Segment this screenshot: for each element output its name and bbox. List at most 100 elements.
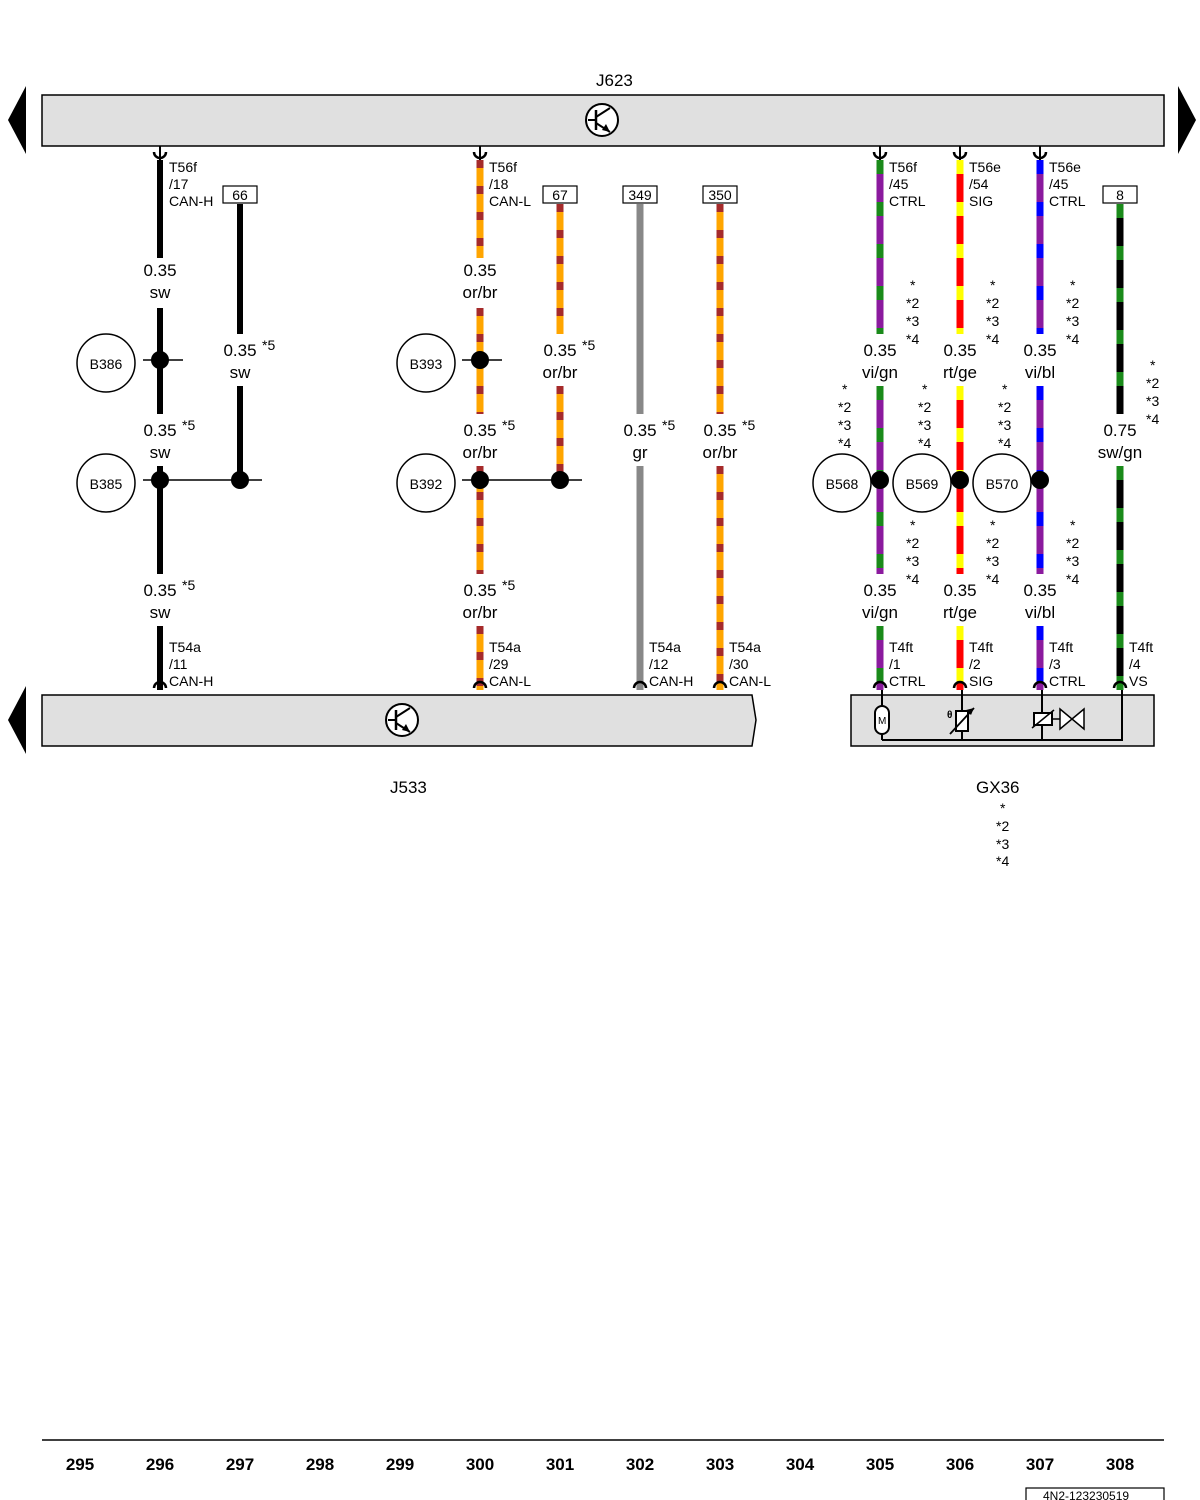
connector-pin: /45 bbox=[1049, 176, 1069, 192]
column-number: 302 bbox=[626, 1455, 654, 1474]
wire-group bbox=[143, 160, 1124, 690]
connector-signal: CAN-L bbox=[729, 673, 771, 689]
gx36-note: *2 bbox=[996, 818, 1009, 834]
asterisk-note: *3 bbox=[986, 553, 999, 569]
splice-point bbox=[471, 351, 489, 369]
reference-number: 350 bbox=[708, 187, 732, 203]
wire-size: 0.35 bbox=[863, 341, 896, 360]
asterisk-note: *4 bbox=[1066, 331, 1079, 347]
component-gx36-box[interactable] bbox=[850, 694, 1155, 747]
component-gx36-label: GX36 bbox=[976, 778, 1019, 797]
wire-footnote: *5 bbox=[182, 577, 195, 593]
asterisk-note: *3 bbox=[1146, 393, 1159, 409]
column-number: 307 bbox=[1026, 1455, 1054, 1474]
connector-id: T56f bbox=[889, 159, 917, 175]
reference-box bbox=[542, 185, 578, 204]
column-number: 297 bbox=[226, 1455, 254, 1474]
wire-footnote: *5 bbox=[502, 577, 515, 593]
connector-signal: CTRL bbox=[889, 193, 926, 209]
wire-size: 0.35 bbox=[463, 421, 496, 440]
connector-pin: /4 bbox=[1129, 656, 1141, 672]
wire-color: or/br bbox=[543, 363, 578, 382]
column-number: 296 bbox=[146, 1455, 174, 1474]
connector-signal: CAN-H bbox=[169, 673, 213, 689]
wire-footnote: *5 bbox=[502, 417, 515, 433]
component-gx36-notes: * *2 *3 *4 bbox=[996, 800, 1009, 869]
wire-size: 0.35 bbox=[143, 421, 176, 440]
reference-number: 67 bbox=[552, 187, 568, 203]
splice-point bbox=[151, 471, 169, 489]
connector-id: T54a bbox=[649, 639, 681, 655]
connector-pin: /45 bbox=[889, 176, 909, 192]
asterisk-note: *4 bbox=[906, 571, 919, 587]
connector-signal: CTRL bbox=[1049, 193, 1086, 209]
connector-signal: VS bbox=[1129, 673, 1148, 689]
splice-label: B570 bbox=[986, 476, 1019, 492]
splice-circle bbox=[812, 453, 872, 513]
wire-size: 0.35 bbox=[223, 341, 256, 360]
motor-icon: M bbox=[874, 705, 890, 735]
splice-label: B568 bbox=[826, 476, 859, 492]
asterisk-note: *4 bbox=[1066, 571, 1079, 587]
connector-id: T4ft bbox=[1049, 639, 1073, 655]
connector-pin-icon bbox=[712, 680, 728, 689]
column-number: 308 bbox=[1106, 1455, 1134, 1474]
asterisk-note: * bbox=[1070, 277, 1076, 293]
asterisk-note: *4 bbox=[906, 331, 919, 347]
connector-signal: CAN-H bbox=[649, 673, 693, 689]
asterisk-note: * bbox=[922, 381, 928, 397]
asterisk-note: *4 bbox=[986, 571, 999, 587]
connector-signal: SIG bbox=[969, 193, 993, 209]
connector-pin: /17 bbox=[169, 176, 189, 192]
column-number: 305 bbox=[866, 1455, 894, 1474]
wire-size: 0.35 bbox=[463, 261, 496, 280]
wire-color: sw bbox=[150, 283, 172, 302]
connector-id: T56e bbox=[969, 159, 1001, 175]
connector-id: T4ft bbox=[1129, 639, 1153, 655]
connector-pin: /3 bbox=[1049, 656, 1061, 672]
splice-label: B393 bbox=[410, 356, 443, 372]
connector-id: T4ft bbox=[889, 639, 913, 655]
connector-pin: /12 bbox=[649, 656, 669, 672]
connector-id: T54a bbox=[489, 639, 521, 655]
wire-footnote: *5 bbox=[742, 417, 755, 433]
connector-signal: CAN-L bbox=[489, 673, 531, 689]
wire-color: or/br bbox=[463, 283, 498, 302]
reference-box bbox=[702, 185, 738, 204]
column-number: 304 bbox=[786, 1455, 815, 1474]
connector-pin: /30 bbox=[729, 656, 749, 672]
reference-box bbox=[222, 185, 258, 204]
connector-pin: /54 bbox=[969, 176, 989, 192]
splice-label: B385 bbox=[90, 476, 123, 492]
connector-id: T54a bbox=[729, 639, 761, 655]
connector-pin-icon bbox=[872, 680, 888, 689]
wire-size: 0.35 bbox=[143, 261, 176, 280]
splice-circle bbox=[972, 453, 1032, 513]
splice-label: B386 bbox=[90, 356, 123, 372]
splice-point bbox=[951, 471, 969, 489]
svg-text:θ: θ bbox=[947, 710, 952, 721]
asterisk-note: *3 bbox=[838, 417, 851, 433]
connector-pin: /18 bbox=[489, 176, 509, 192]
asterisk-note: *2 bbox=[838, 399, 851, 415]
svg-text:M: M bbox=[878, 716, 886, 727]
asterisk-note: * bbox=[910, 277, 916, 293]
page-back-arrow-top[interactable] bbox=[8, 86, 26, 154]
wire-color: rt/ge bbox=[943, 603, 977, 622]
connector-pin: /1 bbox=[889, 656, 901, 672]
connector-signal: CAN-L bbox=[489, 193, 531, 209]
reference-box bbox=[622, 185, 658, 204]
page-back-arrow-bottom[interactable] bbox=[8, 686, 26, 754]
splice-circle bbox=[892, 453, 952, 513]
connector-pin: /2 bbox=[969, 656, 981, 672]
wire-size: 0.35 bbox=[143, 581, 176, 600]
asterisk-note: *2 bbox=[998, 399, 1011, 415]
splice-circle bbox=[396, 453, 456, 513]
asterisk-note: *3 bbox=[1066, 553, 1079, 569]
splice-circle bbox=[396, 333, 456, 393]
page-forward-arrow-top[interactable] bbox=[1178, 86, 1196, 154]
wire-footnote: *5 bbox=[582, 337, 595, 353]
wire-color: vi/bl bbox=[1025, 363, 1055, 382]
